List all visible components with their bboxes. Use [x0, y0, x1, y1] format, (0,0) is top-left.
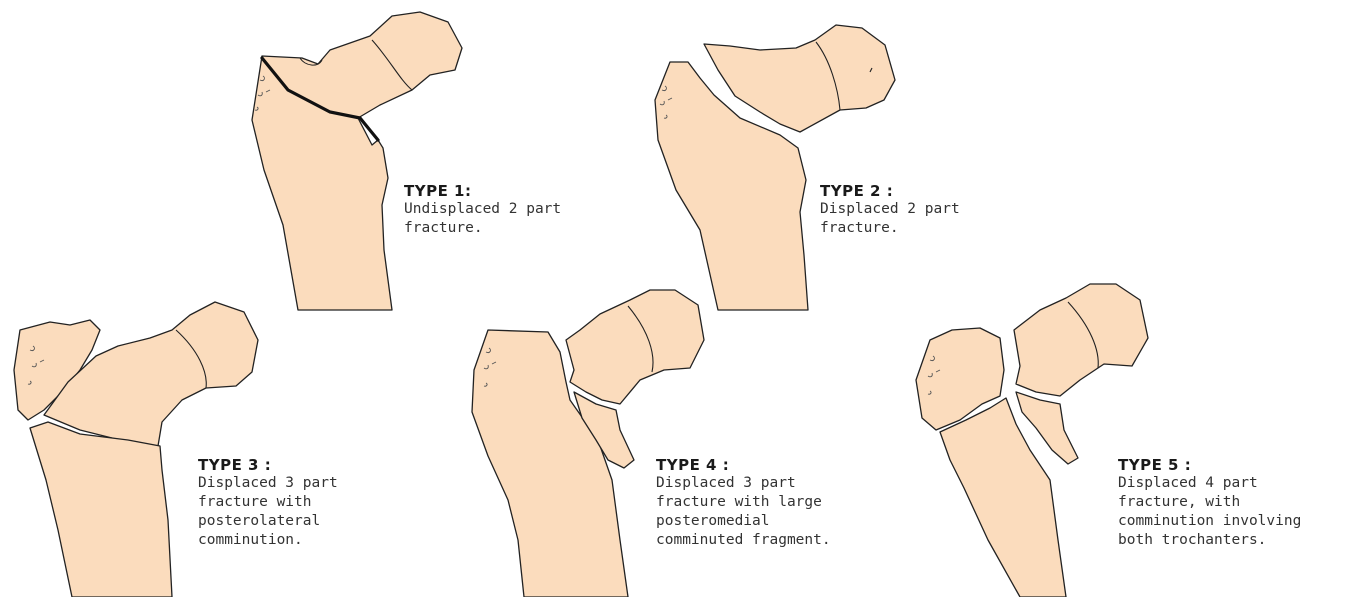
type-2-description: Displaced 2 part fracture.	[820, 200, 960, 238]
type-2-title: TYPE 2 :	[820, 182, 960, 200]
type-3-femur-illustration	[14, 302, 258, 597]
type-1-caption: TYPE 1: Undisplaced 2 part fracture.	[404, 182, 561, 238]
type-5-title: TYPE 5 :	[1118, 456, 1301, 474]
type-5-description: Displaced 4 part fracture, with comminut…	[1118, 474, 1301, 550]
type-2-caption: TYPE 2 : Displaced 2 part fracture.	[820, 182, 960, 238]
type-5-caption: TYPE 5 : Displaced 4 part fracture, with…	[1118, 456, 1301, 550]
type-4-femur-illustration	[472, 290, 704, 597]
type-4-description: Displaced 3 part fracture with large pos…	[656, 474, 831, 550]
type-3-title: TYPE 3 :	[198, 456, 338, 474]
type-1-description: Undisplaced 2 part fracture.	[404, 200, 561, 238]
type-3-description: Displaced 3 part fracture with posterola…	[198, 474, 338, 550]
type-4-caption: TYPE 4 : Displaced 3 part fracture with …	[656, 456, 831, 550]
type-2-femur-illustration	[655, 25, 895, 310]
type-3-caption: TYPE 3 : Displaced 3 part fracture with …	[198, 456, 338, 550]
type-4-title: TYPE 4 :	[656, 456, 831, 474]
type-1-femur-illustration	[252, 12, 462, 310]
type-5-femur-illustration	[916, 284, 1148, 597]
type-1-title: TYPE 1:	[404, 182, 561, 200]
